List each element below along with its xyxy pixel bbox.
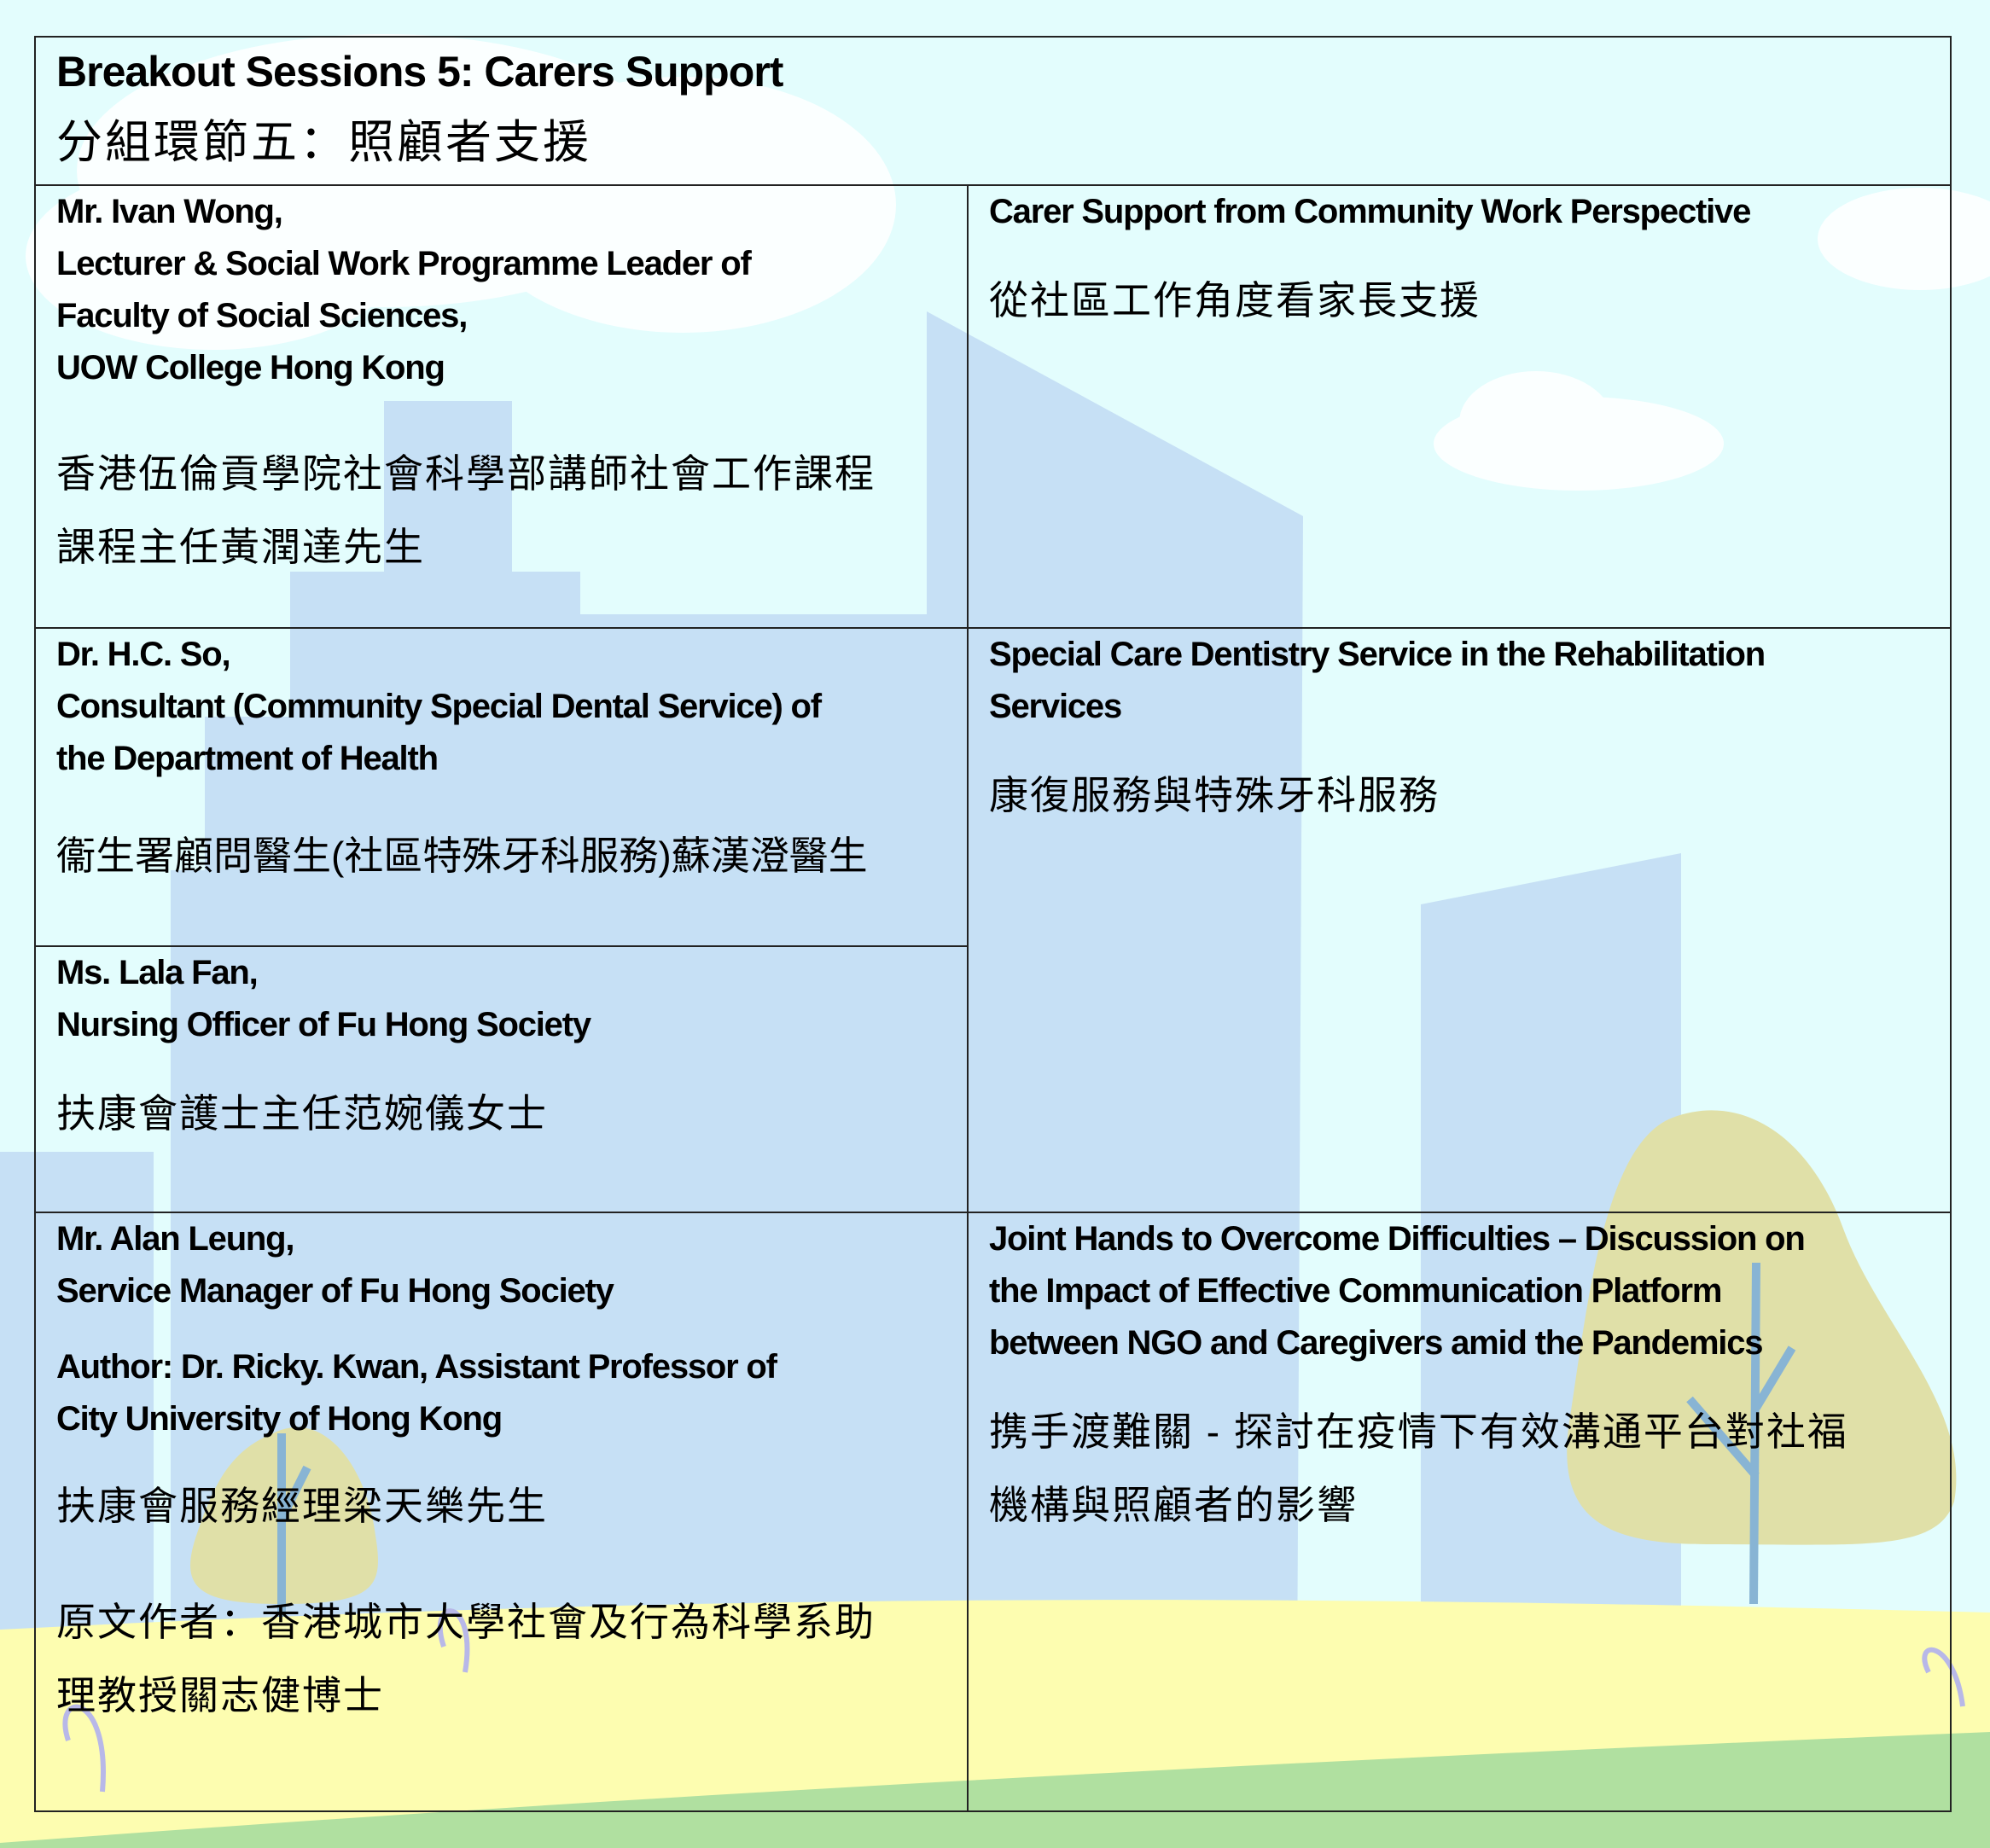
topic-cell: Special Care Dentistry Service in the Re… (969, 629, 1950, 832)
divider (36, 627, 1950, 629)
divider (36, 945, 967, 947)
table-header: Breakout Sessions 5: Carers Support 分組環節… (36, 39, 1950, 184)
speaker-cell: Mr. Ivan Wong, Lecturer & Social Work Pr… (36, 186, 967, 584)
speaker-title: Nursing Officer of Fu Hong Society (56, 1006, 591, 1043)
speaker-cell: Ms. Lala Fan, Nursing Officer of Fu Hong… (36, 947, 967, 1150)
ground-green (0, 1732, 1990, 1848)
speaker-zh: 扶康會護士主任范婉儀女士 (56, 1091, 548, 1136)
speaker-org: UOW College Hong Kong (56, 349, 445, 386)
speaker-title: Faculty of Social Sciences, (56, 297, 468, 334)
topic-zh: 從社區工作角度看家長支援 (989, 278, 1481, 323)
topic-zh: 携手渡難關 - 探討在疫情下有效溝通平台對社福 (989, 1409, 1848, 1454)
author: Author: Dr. Ricky. Kwan, Assistant Profe… (56, 1348, 777, 1386)
speaker-cell: Mr. Alan Leung, Service Manager of Fu Ho… (36, 1213, 967, 1732)
speaker-title: Consultant (Community Special Dental Ser… (56, 688, 822, 725)
title-en: Breakout Sessions 5: Carers Support (56, 48, 783, 96)
topic-cell: Carer Support from Community Work Perspe… (969, 186, 1950, 337)
author: City University of Hong Kong (56, 1400, 503, 1438)
speaker-zh: 衞生署顧問醫生(社區特殊牙科服務)蘇漢澄醫生 (56, 834, 868, 878)
title-zh: 分組環節五：照顧者支援 (56, 117, 591, 168)
tree-trunks (277, 1262, 1796, 1638)
grass-tufts (62, 1608, 1965, 1793)
speaker-title: Service Manager of Fu Hong Society (56, 1272, 614, 1310)
author-zh: 理教授關志健博士 (56, 1673, 384, 1717)
topic-zh: 康復服務與特殊牙科服務 (989, 773, 1440, 817)
speaker-cell: Dr. H.C. So, Consultant (Community Speci… (36, 629, 967, 892)
topic-title: between NGO and Caregivers amid the Pand… (989, 1324, 1764, 1362)
divider (36, 1212, 1950, 1213)
buildings (0, 311, 1681, 1689)
topic-title: Services (989, 688, 1122, 725)
topic-title: the Impact of Effective Communication Pl… (989, 1272, 1722, 1310)
speaker-zh: 扶康會服務經理梁天樂先生 (56, 1484, 548, 1528)
speaker-org: the Department of Health (56, 740, 439, 777)
sessions-table: Breakout Sessions 5: Carers Support 分組環節… (34, 36, 1952, 1812)
divider (967, 184, 969, 1810)
speaker-name: Mr. Ivan Wong, (56, 193, 283, 230)
speaker-title: Lecturer & Social Work Programme Leader … (56, 245, 752, 282)
author-zh: 原文作者：香港城市大學社會及行為科學系助 (56, 1600, 876, 1644)
topic-title: Special Care Dentistry Service in the Re… (989, 636, 1766, 673)
speaker-zh: 香港伍倫貢學院社會科學部講師社會工作課程 (56, 451, 876, 496)
speaker-zh: 課程主任黃潤達先生 (56, 525, 425, 569)
speaker-name: Mr. Alan Leung, (56, 1220, 295, 1258)
topic-title: Carer Support from Community Work Perspe… (989, 193, 1751, 230)
topic-zh: 機構與照顧者的影響 (989, 1483, 1358, 1527)
divider (36, 184, 1950, 186)
topic-title: Joint Hands to Overcome Difficulties – D… (989, 1220, 1806, 1258)
speaker-name: Ms. Lala Fan, (56, 954, 259, 991)
topic-cell: Joint Hands to Overcome Difficulties – D… (969, 1213, 1950, 1542)
clouds (26, 34, 1990, 491)
speaker-name: Dr. H.C. So, (56, 636, 231, 673)
